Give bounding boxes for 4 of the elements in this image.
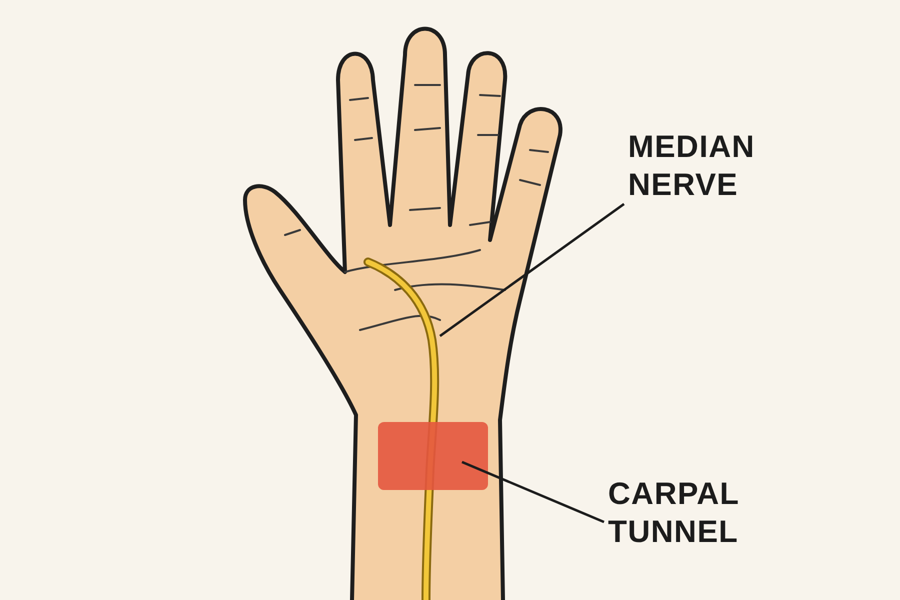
callout-label: MEDIAN NERVE [628, 128, 778, 204]
leader-line [439, 202, 625, 338]
carpal-tunnel-region [378, 422, 488, 490]
callout-label: CARPAL TUNNEL [608, 475, 758, 551]
